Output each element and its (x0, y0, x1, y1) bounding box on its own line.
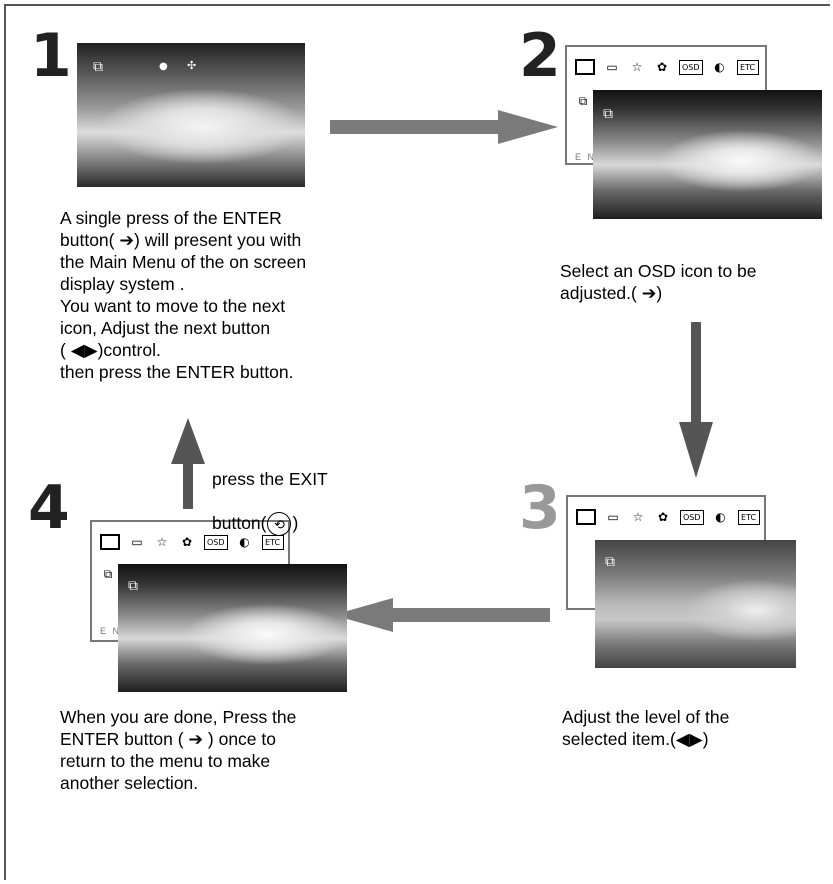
color-icon: ✿ (181, 535, 193, 549)
globe-icon: ◐ (239, 535, 250, 549)
exit-note-line1: press the EXIT (212, 469, 328, 489)
step4-text: When you are done, Press the ENTER butto… (60, 707, 297, 793)
step3-text: Adjust the level of the selected item.(◀… (562, 707, 730, 749)
osd-icon: OSD (680, 509, 704, 525)
step2-screen: ⧉ (593, 90, 822, 219)
arrow-left-icon (333, 598, 550, 632)
size-icon: ▭ (131, 535, 143, 549)
exit-button-icon: ⟲ (267, 512, 292, 537)
menu-footer: E N (575, 152, 597, 162)
exit-note-line2: button( (212, 513, 267, 533)
osd-icon: OSD (679, 59, 703, 75)
arrow-up-icon (171, 418, 205, 509)
star-icon: ☆ (631, 60, 643, 74)
menu-footer: E N (100, 626, 122, 636)
step1-text: A single press of the ENTER button( ➔) w… (60, 208, 307, 382)
arrow-right-icon (330, 110, 558, 144)
step3-screen: ⧉ (595, 540, 796, 668)
monitor-icon: ⧉ (578, 94, 588, 108)
monitor-icon: ⧉ (128, 578, 138, 594)
exit-note: press the EXIT button(⟲) (212, 446, 382, 537)
monitor-icon: ⧉ (103, 567, 113, 581)
globe-icon: ◐ (714, 60, 725, 74)
globe-icon: ◐ (715, 510, 726, 524)
step-number-4: 4 (28, 473, 70, 543)
page-frame (4, 4, 830, 880)
picture-icon (100, 534, 120, 550)
arrow-down-icon (679, 322, 713, 478)
osd-icon: OSD (204, 534, 228, 550)
step2-text: Select an OSD icon to be adjusted.( ➔) (560, 261, 757, 303)
monitor-icon: ⧉ (605, 554, 615, 570)
size-icon: ▭ (607, 510, 619, 524)
monitor-icon: ⧉ (603, 106, 613, 122)
picture-icon (575, 59, 595, 75)
step-number-2: 2 (519, 21, 561, 91)
etc-icon: ETC (736, 59, 759, 75)
dot-icon: ● (159, 61, 168, 72)
sparkle-icon: ✣ (187, 59, 197, 72)
step-number-1: 1 (30, 21, 72, 91)
menu-bar: ▭ ☆ ✿ OSD ◐ ETC (575, 57, 759, 77)
menu-bar: ▭ ☆ ✿ OSD ◐ ETC (100, 532, 284, 552)
picture-icon (576, 509, 596, 525)
step1-screen: ⧉ ● ✣ (77, 43, 305, 187)
size-icon: ▭ (606, 60, 618, 74)
etc-icon: ETC (737, 509, 760, 525)
star-icon: ☆ (632, 510, 644, 524)
color-icon: ✿ (656, 60, 668, 74)
etc-icon: ETC (261, 534, 284, 550)
color-icon: ✿ (657, 510, 669, 524)
star-icon: ☆ (156, 535, 168, 549)
menu-bar: ▭ ☆ ✿ OSD ◐ ETC (576, 507, 760, 527)
step-number-3: 3 (519, 473, 561, 543)
step4-screen: ⧉ (118, 564, 347, 692)
monitor-icon: ⧉ (93, 59, 103, 75)
